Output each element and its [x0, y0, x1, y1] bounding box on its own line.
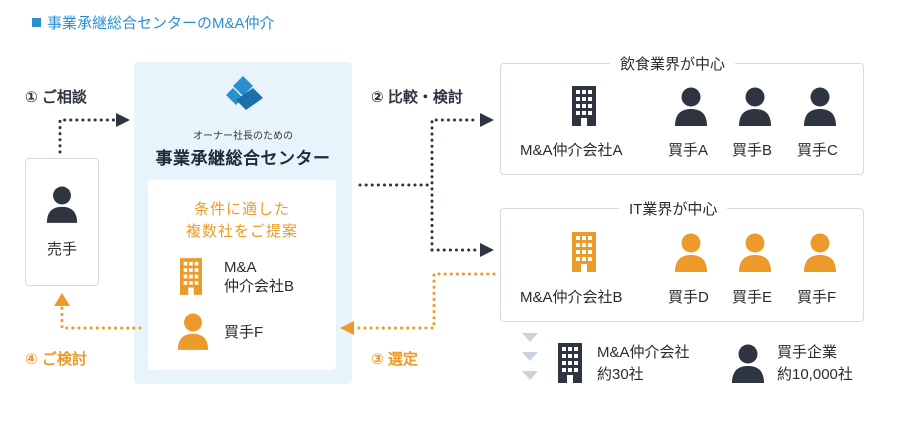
buyer-c-person-icon — [804, 87, 836, 126]
group-it-firm: M&A仲介会社B — [520, 289, 623, 306]
proposed-buyer: 買手F — [224, 324, 264, 341]
arrow-right-icon — [480, 113, 494, 127]
firm-b-building-icon — [572, 232, 596, 272]
step-1-label: ① ご相談 — [25, 89, 87, 106]
group-food-buyer-a: 買手A — [668, 142, 709, 159]
heading-text: 事業承継総合センターのM&A仲介 — [47, 15, 275, 32]
group-food-firm: M&A仲介会社A — [520, 142, 623, 159]
buyer-d-person-icon — [675, 233, 707, 272]
page-heading: 事業承継総合センターのM&A仲介 — [32, 12, 275, 33]
buyer-e-person-icon — [739, 233, 771, 272]
group-it-title: IT業界が中心 — [619, 198, 728, 219]
group-food-title: 飲食業界が中心 — [610, 53, 736, 74]
firm-b-building-icon — [180, 258, 202, 295]
step-3-label: ③ 選定 — [371, 351, 418, 368]
heading-square-icon — [32, 18, 41, 27]
arrow-right-icon — [116, 113, 130, 127]
buyer-b-person-icon — [739, 87, 771, 126]
summary-buyers-line1: 買手企業 — [777, 344, 838, 361]
buyer-f-person-icon — [177, 313, 209, 350]
summary-person-icon — [732, 344, 764, 383]
proposed-firm-line2: 仲介会社B — [224, 278, 295, 295]
step-4-label: ④ ご検討 — [25, 351, 87, 368]
proposal-message-line2: 複数社をご提案 — [185, 223, 298, 240]
seller-person-icon — [46, 186, 78, 223]
buyer-f-person-icon — [804, 233, 836, 272]
group-it-buyer-f: 買手F — [797, 289, 837, 306]
step-2-label: ② 比較・検討 — [371, 89, 463, 106]
logo-icon — [226, 76, 263, 110]
group-it-buyer-e: 買手E — [732, 289, 773, 306]
arrow-left-icon — [340, 321, 354, 335]
arrow-up-icon — [54, 293, 70, 306]
summary-firms-line2: 約30社 — [597, 366, 644, 383]
center-title: 事業承継総合センター — [155, 149, 331, 168]
summary-building-icon — [558, 343, 582, 383]
group-food-buyer-c: 買手C — [797, 142, 838, 159]
proposed-firm-line1: M&A — [224, 259, 257, 276]
firm-a-building-icon — [572, 86, 596, 126]
continuation-arrows-icon — [522, 333, 538, 380]
proposal-card — [148, 180, 336, 370]
summary-buyers-line2: 約10,000社 — [777, 366, 853, 383]
arrow-right-icon — [480, 243, 494, 257]
buyer-a-person-icon — [675, 87, 707, 126]
seller-label: 売手 — [46, 241, 77, 258]
group-it-buyer-d: 買手D — [668, 289, 709, 306]
center-subtitle: オーナー社長のための — [193, 131, 293, 142]
summary-firms-line1: M&A仲介会社 — [597, 344, 690, 361]
group-food-buyer-b: 買手B — [732, 142, 773, 159]
proposal-message-line1: 条件に適した — [193, 201, 290, 218]
